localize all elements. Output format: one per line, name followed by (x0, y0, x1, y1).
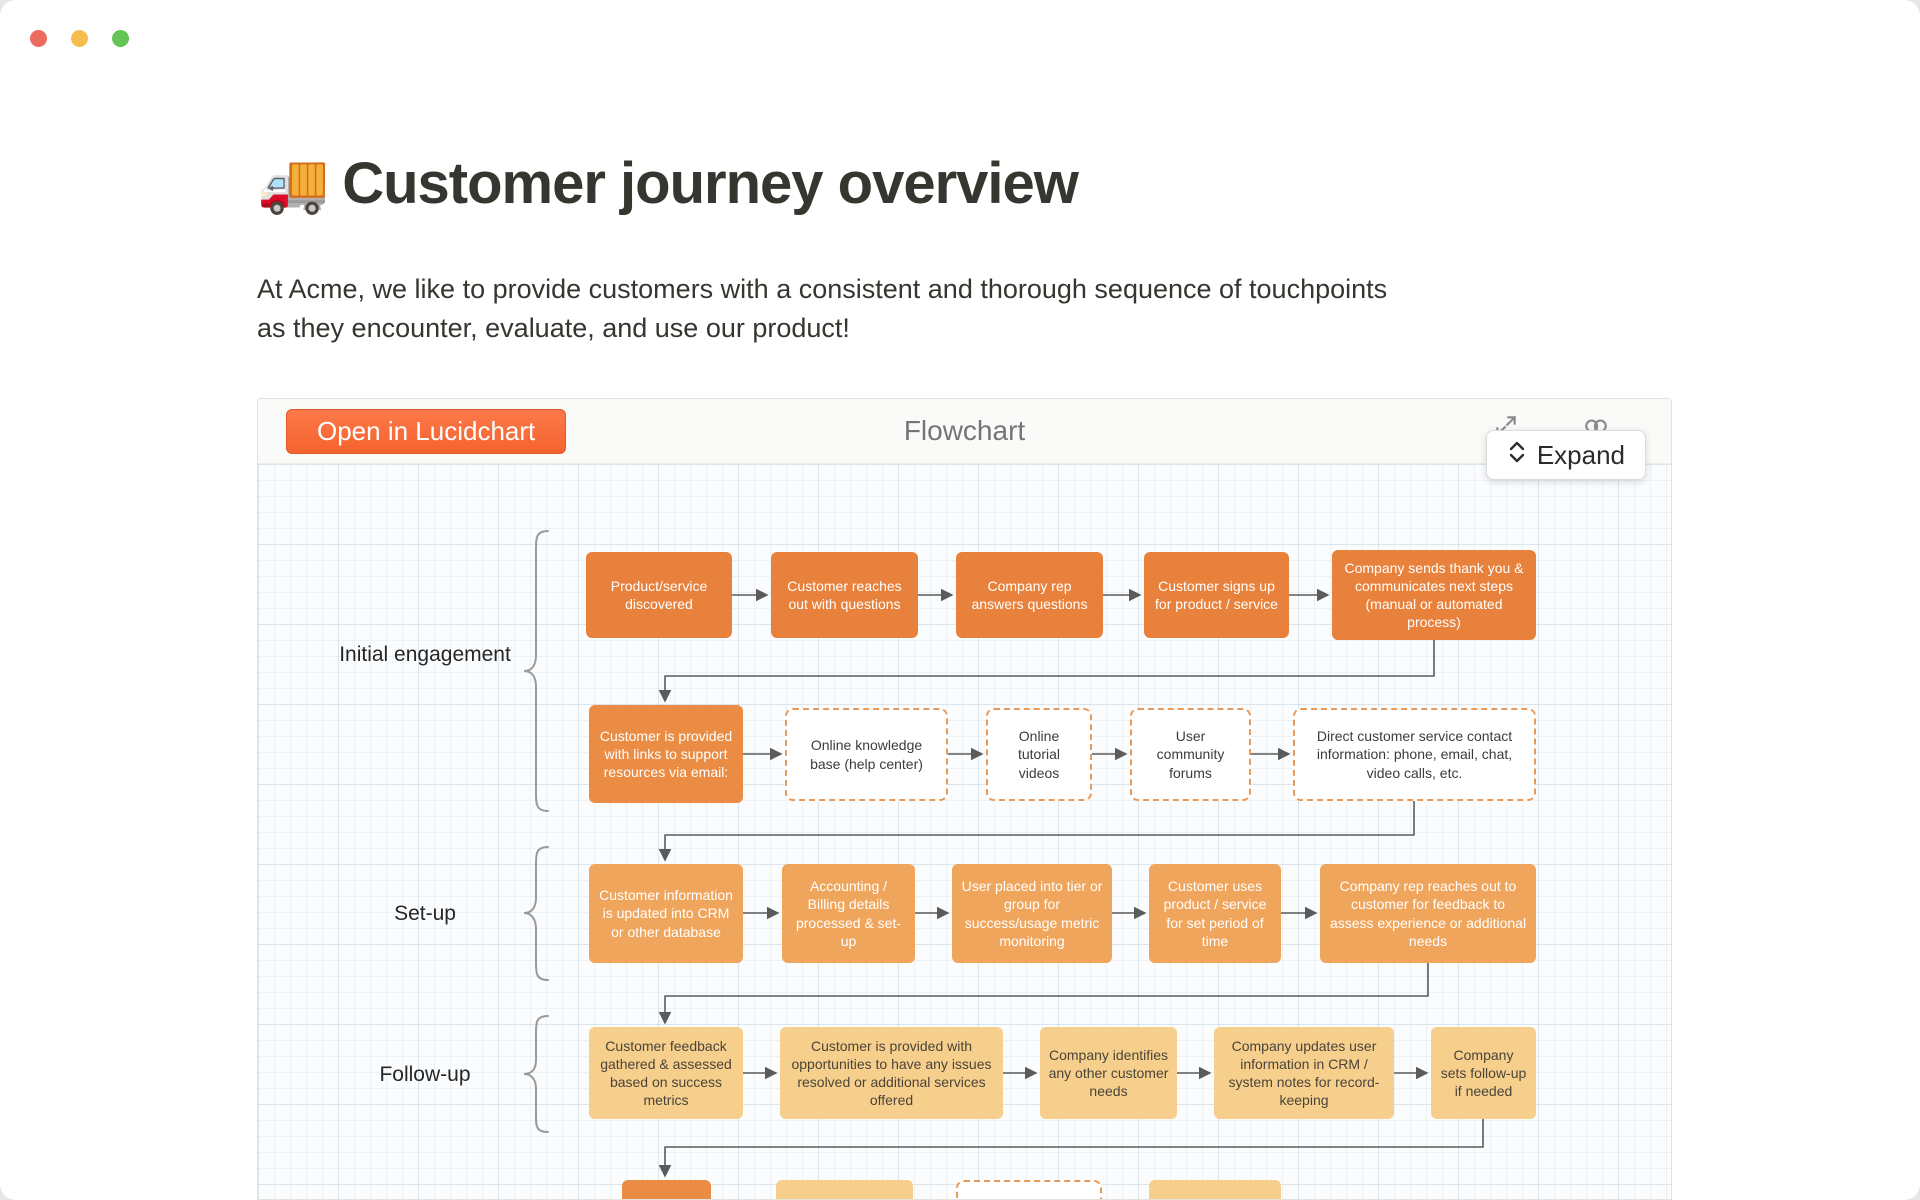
brace-follow-up (523, 1015, 549, 1133)
flow-box: Company identifies any other customer ne… (1040, 1027, 1177, 1119)
flow-box: Accounting / Billing details processed &… (782, 864, 915, 963)
section-label-follow-up: Follow-up (379, 1063, 471, 1086)
flow-box: Online knowledge base (help center) (785, 708, 948, 801)
expand-button-label: Expand (1536, 439, 1625, 470)
intro-line: as they encounter, evaluate, and use our… (257, 313, 850, 344)
flow-box: Product/service discovered (586, 552, 732, 638)
section-label-initial-engagement: Initial engagement (339, 643, 511, 666)
expand-button[interactable]: Expand (1485, 430, 1646, 480)
page-title: 🚚Customer journey overview (257, 151, 1079, 216)
flow-box: Company sends thank you & communicates n… (1332, 550, 1536, 640)
window-controls (30, 30, 129, 47)
flow-box: User community forums (1130, 708, 1251, 801)
flow-box: Customer is provided with links to suppo… (589, 705, 743, 803)
flow-box (956, 1180, 1102, 1199)
truck-emoji-icon: 🚚 (257, 151, 329, 216)
flow-box: User placed into tier or group for succe… (952, 864, 1112, 963)
close-button[interactable] (30, 30, 47, 47)
flow-box: Company rep reaches out to customer for … (1320, 864, 1536, 963)
flow-box: Company sets follow-up if needed (1431, 1027, 1536, 1119)
flow-box: Customer signs up for product / service (1144, 552, 1289, 638)
flow-box: Direct customer service contact informat… (1293, 708, 1536, 801)
flow-box: Customer feedback gathered & assessed ba… (589, 1027, 743, 1119)
section-label-set-up: Set-up (394, 902, 456, 925)
flow-box: Company rep answers questions (956, 552, 1103, 638)
brace-initial-engagement (523, 530, 549, 812)
brace-set-up (523, 846, 549, 981)
lucidchart-embed: Open in Lucidchart Flowchart Expand (257, 398, 1672, 1200)
flow-box: Customer reaches out with questions (771, 552, 918, 638)
minimize-button[interactable] (71, 30, 88, 47)
intro-line: At Acme, we like to provide customers wi… (257, 274, 1388, 304)
flow-box: Customer uses product / service for set … (1149, 864, 1281, 963)
flow-box: Online tutorial videos (986, 708, 1092, 801)
flow-box (1149, 1180, 1281, 1199)
flow-box: Customer information is updated into CRM… (589, 864, 743, 963)
open-in-lucidchart-button[interactable]: Open in Lucidchart (286, 409, 567, 454)
flow-box (622, 1180, 711, 1199)
flow-box: Company updates user information in CRM … (1214, 1027, 1394, 1119)
embed-title: Flowchart (903, 415, 1026, 446)
flow-box: Customer is provided with opportunities … (780, 1027, 1003, 1119)
flow-box (776, 1180, 913, 1199)
zoom-button[interactable] (112, 30, 129, 47)
intro-paragraph: At Acme, we like to provide customers wi… (257, 270, 1387, 348)
chevrons-up-down-icon (1507, 439, 1527, 472)
